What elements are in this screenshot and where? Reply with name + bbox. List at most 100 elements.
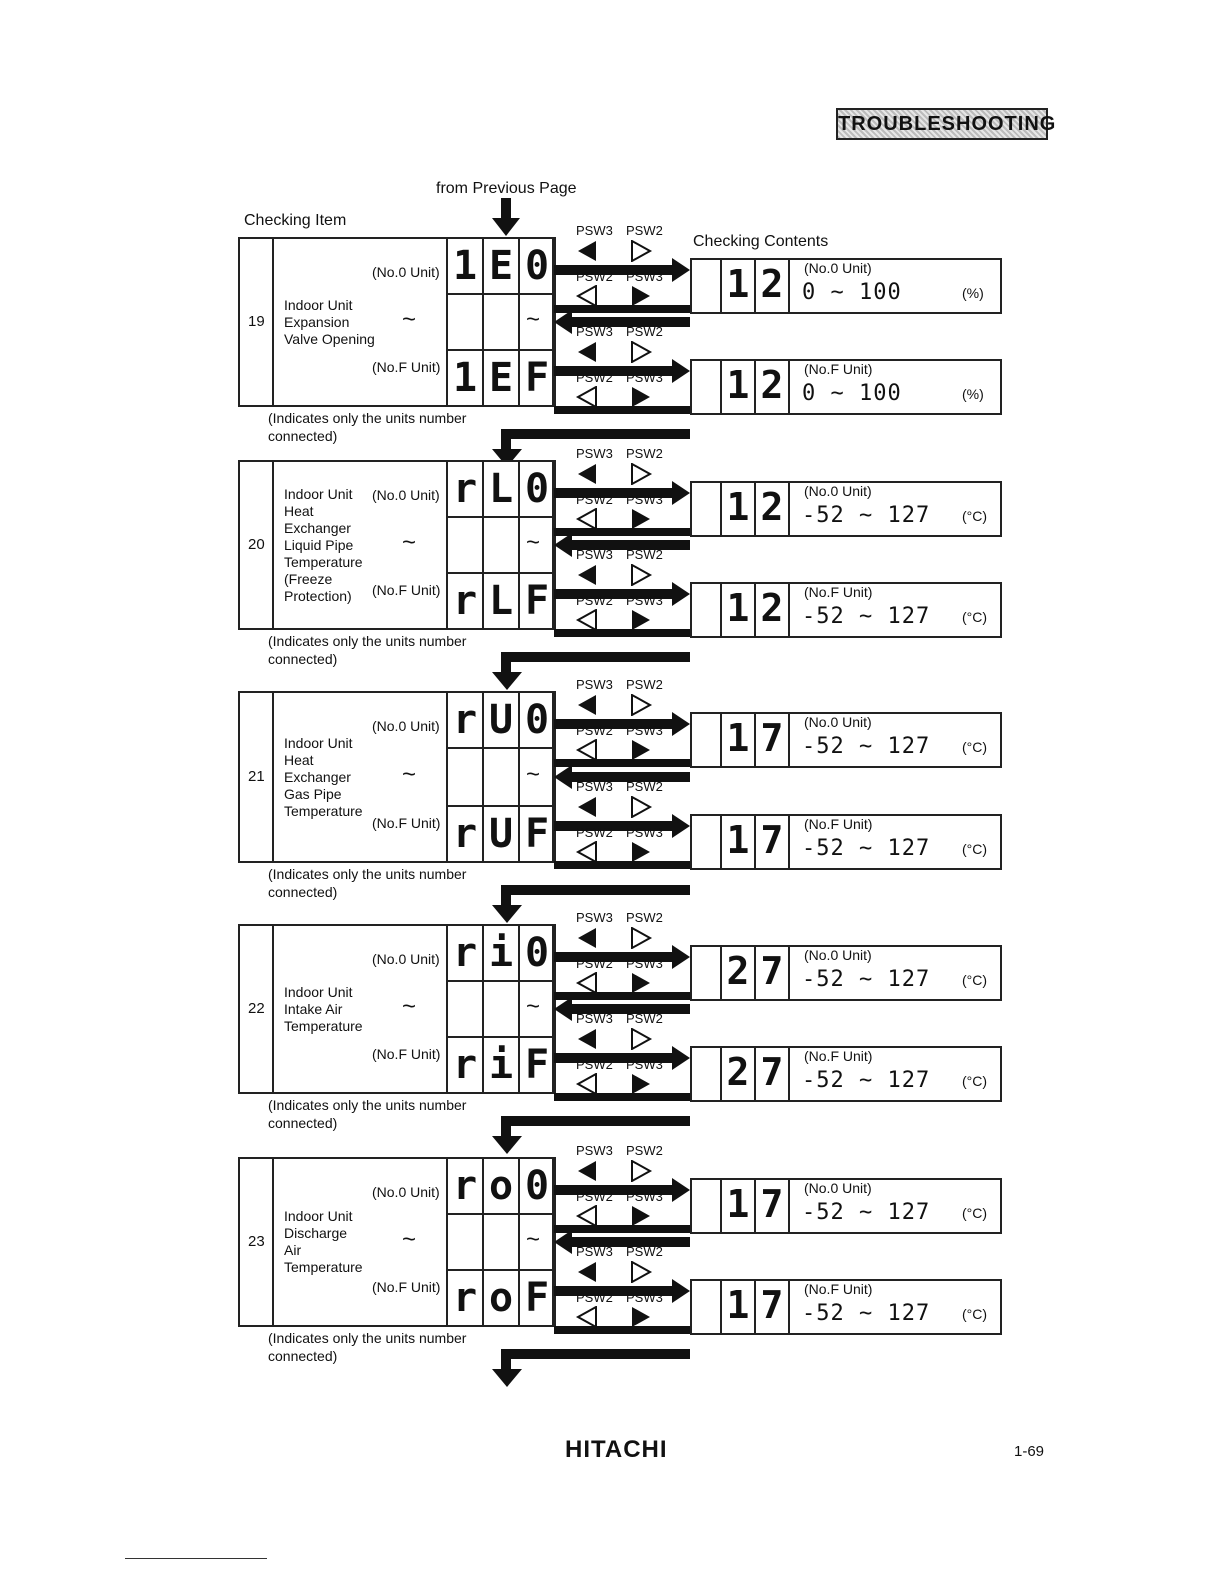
code-tilde: ~ [526, 993, 541, 1020]
psw-triangle-icons [575, 739, 650, 761]
value-unit: (°C) [962, 739, 988, 755]
value-unit: (°C) [962, 1073, 988, 1089]
down-arrow-icon [492, 1116, 522, 1154]
code-digit: r [446, 691, 484, 749]
psw2-label: PSW2 [626, 324, 663, 339]
psw3-label: PSW3 [576, 446, 613, 461]
display-digit: 1 [726, 1283, 750, 1327]
no0-unit-label: (No.0 Unit) [804, 483, 872, 499]
display-digit: 7 [760, 1050, 784, 1094]
display-cell-divider [720, 1046, 722, 1102]
display-digit: 2 [760, 363, 784, 407]
return-bar [554, 759, 690, 767]
display-digit: 1 [726, 818, 750, 862]
value-range: -52 ~ 127 [802, 836, 931, 861]
psw3-label: PSW3 [626, 593, 663, 608]
psw2-label: PSW2 [576, 825, 613, 840]
right-arrow-icon [554, 582, 690, 606]
code-cell-blank [446, 747, 484, 807]
item-description-line: Indoor Unit [284, 734, 353, 751]
down-arrow-icon [492, 652, 522, 690]
psw2-label: PSW2 [626, 677, 663, 692]
item-number-divider [272, 691, 274, 863]
psw2-label: PSW2 [626, 446, 663, 461]
no0-unit-label: (No.0 Unit) [372, 1184, 440, 1200]
range-tilde: ~ [402, 761, 417, 788]
display-cell-divider [788, 1178, 790, 1234]
psw3-label: PSW3 [626, 492, 663, 507]
right-arrow-icon [554, 1046, 690, 1070]
nof-unit-label: (No.F Unit) [804, 1048, 873, 1064]
value-unit: (°C) [962, 609, 988, 625]
psw2-label: PSW2 [626, 1244, 663, 1259]
value-unit: (°C) [962, 508, 988, 524]
psw-triangle-icons [578, 927, 653, 949]
connector-bar [506, 1116, 690, 1126]
code-digit: 0 [518, 1157, 556, 1215]
code-digit: 1 [446, 237, 484, 295]
item-description-line: Indoor Unit [284, 1208, 353, 1224]
display-cell-divider [720, 1279, 722, 1335]
psw-triangle-icons [578, 463, 653, 485]
value-unit: (%) [962, 285, 984, 301]
left-arrow-icon [554, 533, 690, 557]
psw2-label: PSW2 [626, 910, 663, 925]
nof-unit-label: (No.F Unit) [372, 582, 441, 598]
display-cell-divider [788, 481, 790, 537]
value-range: -52 ~ 127 [802, 1301, 931, 1326]
checking-item-box [238, 237, 554, 407]
item-description-line: (Freeze [284, 570, 333, 587]
display-cell-divider [754, 945, 756, 1001]
item-description-line: Indoor Unit [284, 983, 353, 1000]
item-description-line: Protection) [284, 587, 352, 604]
left-arrow-icon [554, 765, 690, 789]
display-cell-divider [788, 582, 790, 638]
item-number: 23 [248, 1233, 265, 1250]
display-digit: 1 [726, 586, 750, 630]
code-digit: E [482, 237, 520, 295]
right-arrow-icon [554, 1279, 690, 1303]
item-description-line: Temperature [284, 1259, 363, 1275]
display-digit: 1 [726, 716, 750, 760]
note-line-2: connected) [268, 1115, 338, 1131]
psw2-label: PSW2 [576, 1189, 613, 1204]
checking-item-box [238, 460, 554, 630]
right-arrow-icon [554, 481, 690, 505]
item-description-line: Temperature [284, 1017, 363, 1034]
checking-contents-box [690, 359, 1002, 415]
code-digit: o [482, 1269, 520, 1327]
range-tilde: ~ [402, 529, 417, 556]
psw3-label: PSW3 [626, 1057, 663, 1072]
psw-triangle-icons [578, 1160, 653, 1182]
display-cell-divider [720, 582, 722, 638]
display-cell-divider [788, 945, 790, 1001]
psw-triangle-icons [578, 341, 653, 363]
psw3-label: PSW3 [576, 779, 613, 794]
display-cell-divider [788, 359, 790, 415]
code-digit: 0 [518, 924, 556, 982]
psw-triangle-icons [575, 508, 650, 530]
footer-rule [125, 1558, 267, 1559]
psw-triangle-icons [578, 240, 653, 262]
right-arrow-icon [554, 945, 690, 969]
note-line-2: connected) [268, 651, 338, 667]
code-digit: 1 [446, 349, 484, 407]
code-cell-blank [482, 747, 520, 807]
no0-unit-label: (No.0 Unit) [372, 487, 440, 503]
connector-bar [506, 885, 690, 895]
item-description-line: Heat [284, 502, 314, 519]
item-number: 21 [248, 768, 265, 785]
psw3-label: PSW3 [626, 1189, 663, 1204]
display-digit: 1 [726, 262, 750, 306]
code-digit: 0 [518, 460, 556, 518]
psw3-label: PSW3 [576, 547, 613, 562]
code-cell-blank [482, 516, 520, 574]
page-number: 1-69 [1014, 1443, 1045, 1460]
psw2-label: PSW2 [576, 1057, 613, 1072]
note-line-1: (Indicates only the units number [268, 1097, 467, 1113]
psw2-label: PSW2 [626, 1011, 663, 1026]
display-digit: 1 [726, 1182, 750, 1226]
return-bar [554, 1225, 690, 1233]
display-digit: 2 [726, 1050, 750, 1094]
left-arrow-icon [554, 997, 690, 1021]
